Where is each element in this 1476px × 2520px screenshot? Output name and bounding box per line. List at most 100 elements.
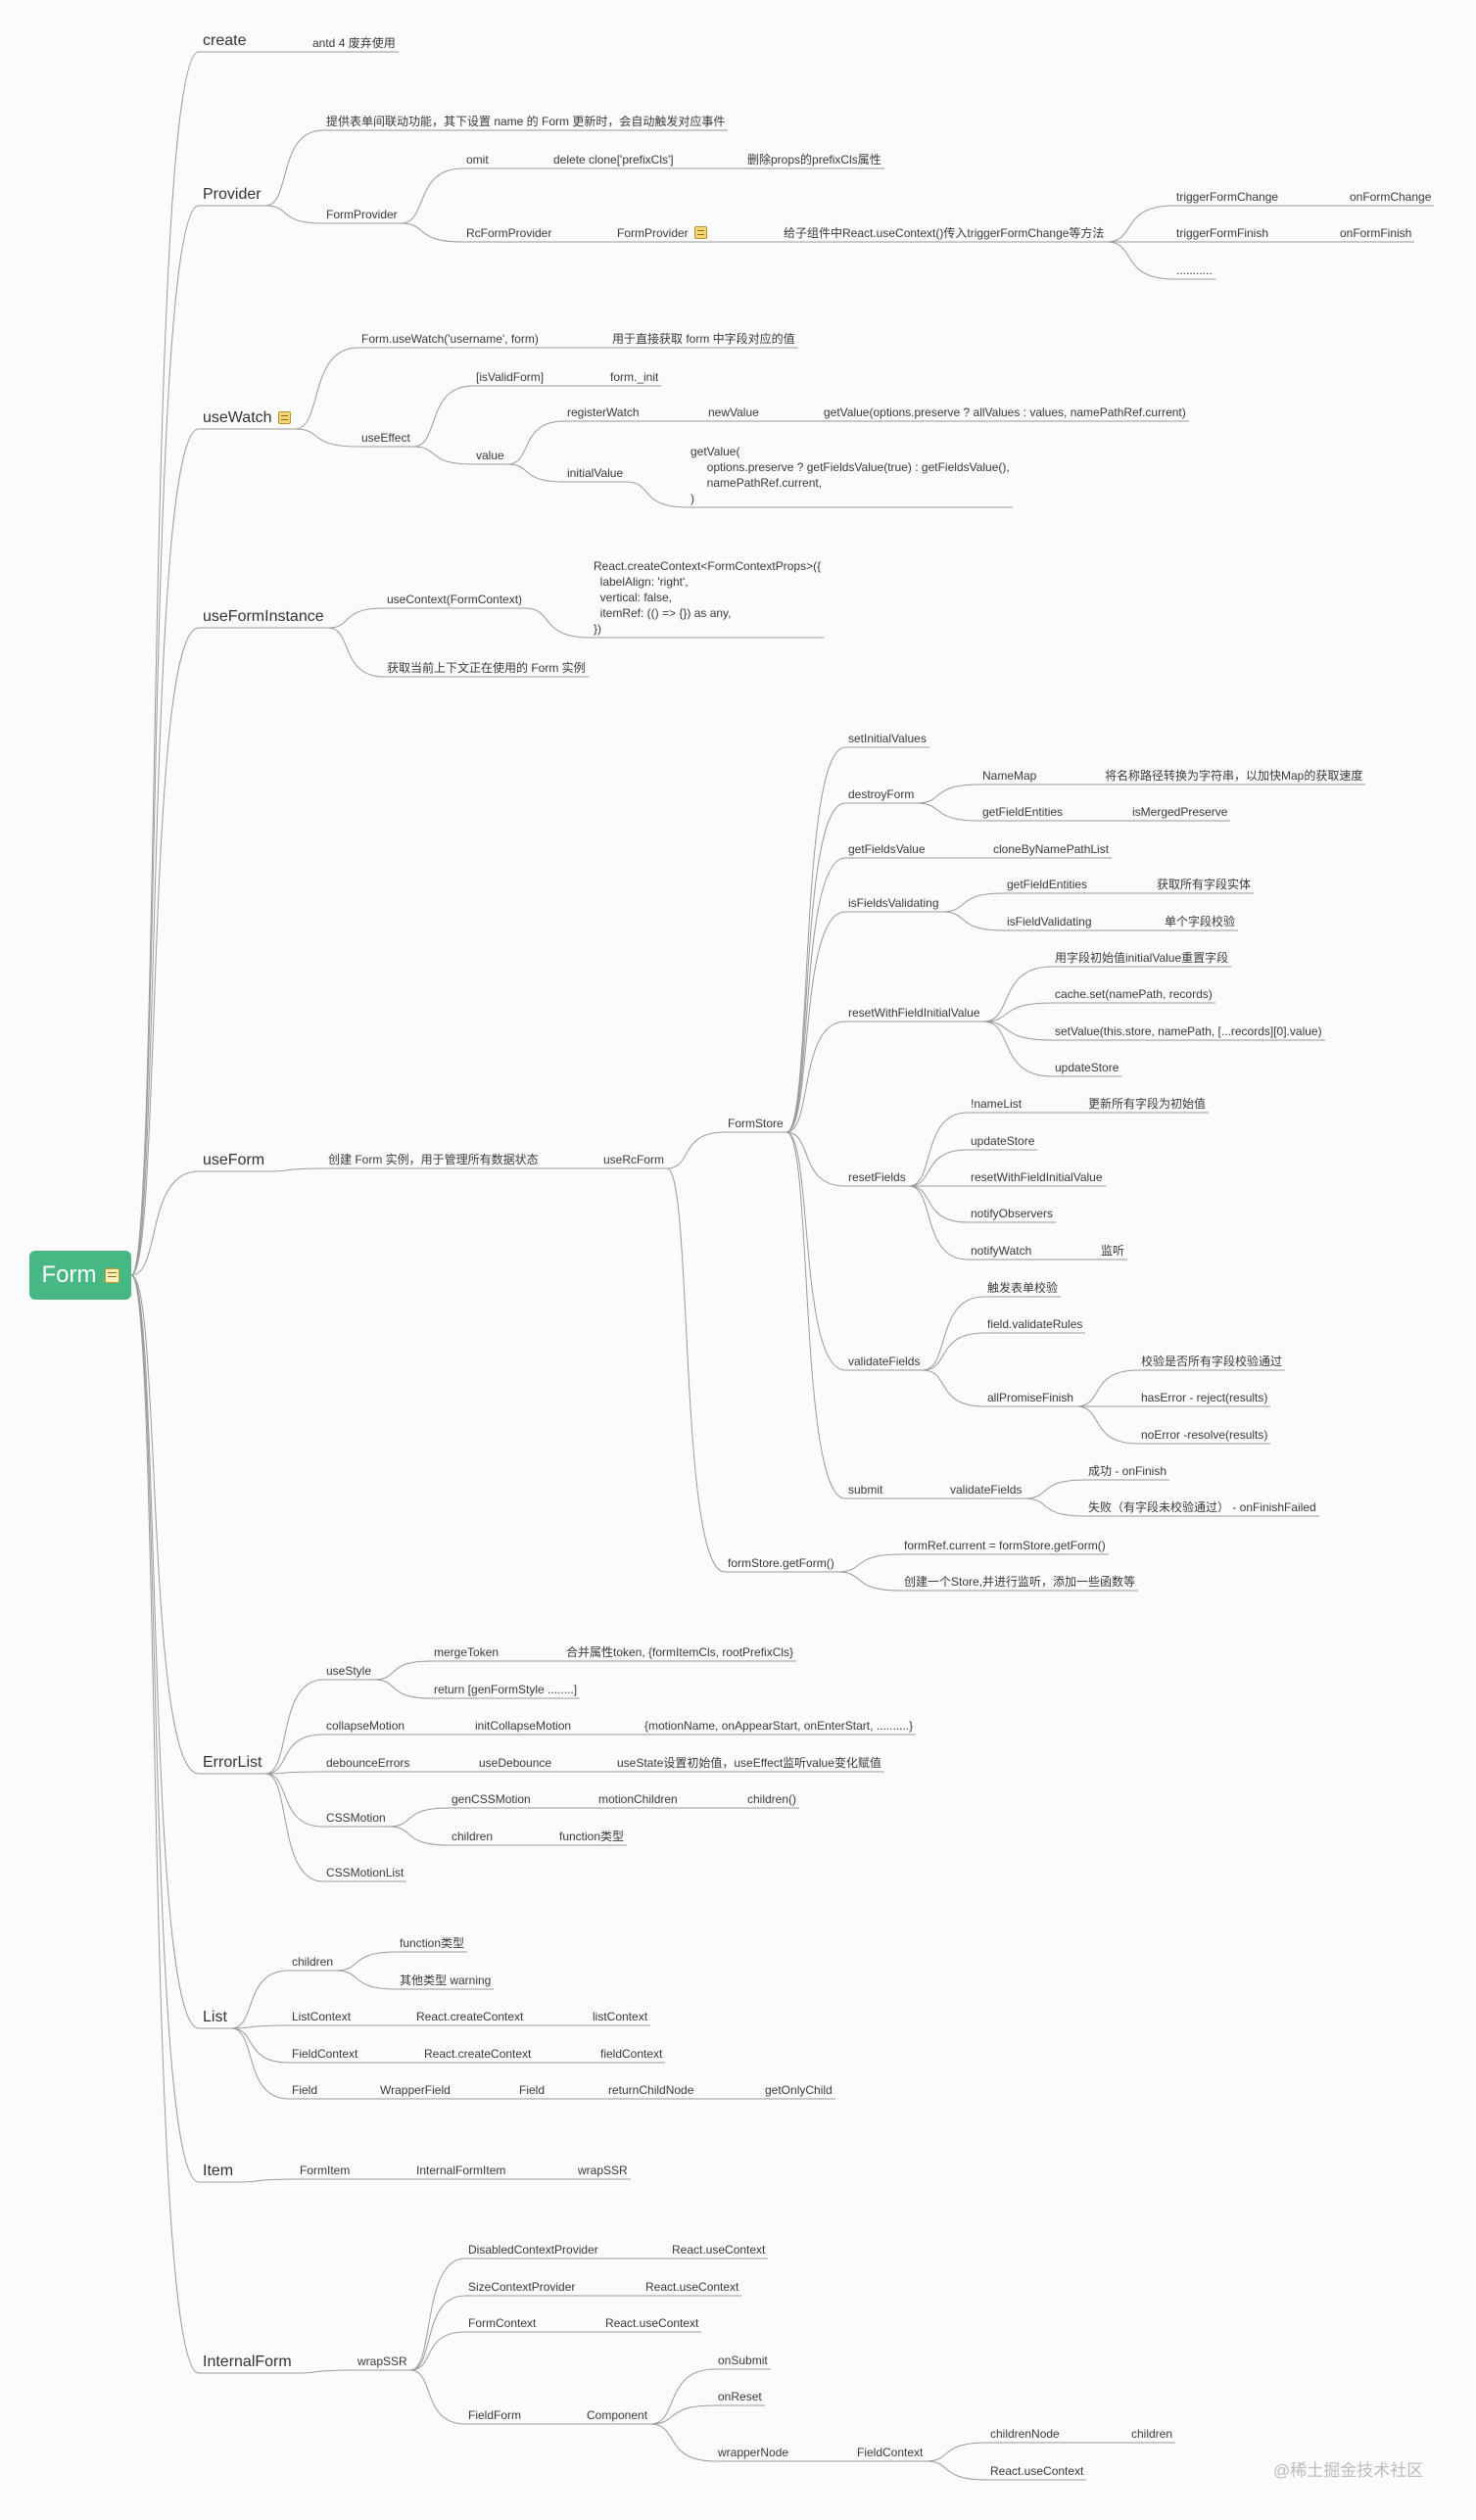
node-useform-desc[interactable]: 创建 Form 实例，用于管理所有数据状态 [325,1153,542,1167]
node-usewatch[interactable]: useWatch [199,408,295,428]
node-create[interactable]: create [199,31,250,51]
node-reset-1[interactable]: 用字段初始值initialValue重置字段 [1052,951,1231,966]
node-list-children[interactable]: children [289,1955,336,1970]
node-usewatch-desc[interactable]: 用于直接获取 form 中字段对应的值 [609,332,798,347]
node-formprovider2[interactable]: FormProvider [614,226,710,241]
node-usedebounce[interactable]: useDebounce [476,1756,554,1771]
node-createcontext-block[interactable]: React.createContext<FormContextProps>({ … [591,558,824,637]
node-cssm-children[interactable]: children [449,1830,496,1844]
node-children-final[interactable]: children [1128,2427,1175,2442]
node-fieldcontext[interactable]: FieldContext [289,2047,360,2062]
node-rcformprovider[interactable]: RcFormProvider [463,226,554,241]
node-getform-1[interactable]: formRef.current = formStore.getForm() [901,1539,1109,1553]
node-component[interactable]: Component [584,2408,650,2423]
node-debounceerrors[interactable]: debounceErrors [323,1756,412,1771]
node-gencssmotion[interactable]: genCSSMotion [449,1792,534,1807]
node-updatestore[interactable]: updateStore [968,1134,1037,1149]
node-cssmotionlist[interactable]: CSSMotionList [323,1866,406,1880]
node-fieldform[interactable]: FieldForm [465,2408,524,2423]
node-trigger-validate[interactable]: 触发表单校验 [984,1281,1061,1296]
node-omit[interactable]: omit [463,153,492,167]
node-formitem[interactable]: FormItem [297,2163,353,2178]
node-apf-3[interactable]: noError -resolve(results) [1138,1428,1270,1443]
node-field[interactable]: Field [289,2083,320,2098]
node-onreset[interactable]: onReset [715,2390,765,2404]
node-onformchange[interactable]: onFormChange [1347,190,1434,205]
node-rc-listcontext[interactable]: React.createContext [413,2010,526,2024]
node-rc-fieldcontext[interactable]: React.createContext [421,2047,534,2062]
node-provider-1[interactable]: 提供表单间联动功能，其下设置 name 的 Form 更新时，会自动触发对应事件 [323,115,728,129]
node-uc2[interactable]: React.useContext [643,2280,741,2295]
node-wrapssr2[interactable]: wrapSSR [355,2354,410,2369]
node-resetwithfieldinitialvalue[interactable]: resetWithFieldInitialValue [845,1006,983,1021]
node-cssmotion[interactable]: CSSMotion [323,1811,389,1826]
node-submit-ok[interactable]: 成功 - onFinish [1085,1464,1169,1479]
node-reset-4[interactable]: updateStore [1052,1061,1121,1075]
node-ismergedpreserve[interactable]: isMergedPreserve [1129,805,1230,820]
node-usecontext[interactable]: useContext(FormContext) [384,593,525,607]
node-notifyobservers[interactable]: notifyObservers [968,1207,1056,1221]
node-formstore-getform[interactable]: formStore.getForm() [725,1556,837,1571]
node-clonebynamepathlist[interactable]: cloneByNamePathList [990,842,1112,857]
node-value[interactable]: value [473,449,507,463]
node-notifywatch[interactable]: notifyWatch [968,1244,1034,1259]
node-namelist[interactable]: !nameList [968,1097,1024,1112]
node-submit-fail[interactable]: 失败（有字段未校验通过） - onFinishFailed [1085,1500,1319,1515]
node-allpromisefinish[interactable]: allPromiseFinish [984,1391,1076,1405]
node-initialvalue[interactable]: initialValue [564,466,626,481]
node-usercform[interactable]: useRcForm [600,1153,667,1167]
node-resetwithfield2[interactable]: resetWithFieldInitialValue [968,1170,1106,1185]
node-useforminstance-desc[interactable]: 获取当前上下文正在使用的 Form 实例 [384,661,589,676]
node-internalformitem[interactable]: InternalFormItem [413,2163,508,2178]
node-initcollapsemotion-desc[interactable]: {motionName, onAppearStart, onEnterStart… [642,1719,916,1734]
node-getvalue-opts[interactable]: getValue(options.preserve ? allValues : … [821,405,1189,420]
node-uc4[interactable]: React.useContext [987,2464,1086,2479]
node-listcontext2[interactable]: listContext [590,2010,650,2024]
node-triggerformfinish[interactable]: triggerFormFinish [1173,226,1271,241]
node-destroyform[interactable]: destroyForm [845,787,917,802]
node-namemap[interactable]: NameMap [979,769,1039,784]
node-children-fn[interactable]: children() [744,1792,799,1807]
node-usestyle[interactable]: useStyle [323,1664,374,1679]
node-submit-validate[interactable]: validateFields [947,1483,1024,1498]
root-node[interactable]: Form [29,1251,131,1300]
node-newvalue[interactable]: newValue [705,405,762,420]
node-useeffect[interactable]: useEffect [358,431,413,446]
node-getvalue-block[interactable]: getValue( options.preserve ? getFieldsVa… [688,444,1013,506]
node-getform-2[interactable]: 创建一个Store,并进行监听，添加一些函数等 [901,1575,1138,1590]
node-useforminstance[interactable]: useFormInstance [199,607,328,627]
node-disabledcontextprovider[interactable]: DisabledContextProvider [465,2243,601,2258]
node-form-init[interactable]: form._init [607,370,661,385]
node-internalform[interactable]: InternalForm [199,2353,296,2372]
node-getfieldentities2-desc[interactable]: 获取所有字段实体 [1154,878,1254,892]
node-list-other[interactable]: 其他类型 warning [397,1973,494,1988]
node-reset-3[interactable]: setValue(this.store, namePath, [...recor… [1052,1024,1325,1039]
node-listcontext[interactable]: ListContext [289,2010,354,2024]
node-delete-props[interactable]: 删除props的prefixCls属性 [744,153,884,167]
node-isvalidform[interactable]: [isValidForm] [473,370,547,385]
node-uc1[interactable]: React.useContext [669,2243,768,2258]
node-mergetoken-desc[interactable]: 合并属性token, {formItemCls, rootPrefixCls} [563,1645,796,1660]
node-fieldcontext2[interactable]: fieldContext [597,2047,665,2062]
node-notifywatch-desc[interactable]: 监听 [1098,1244,1127,1259]
node-create-1[interactable]: antd 4 废弃使用 [309,36,399,51]
node-getfieldsvalue[interactable]: getFieldsValue [845,842,928,857]
node-resetfields[interactable]: resetFields [845,1170,909,1185]
node-apf-1[interactable]: 校验是否所有字段校验通过 [1138,1355,1285,1369]
node-namemap-desc[interactable]: 将名称路径转换为字符串，以加快Map的获取速度 [1102,769,1365,784]
node-field2[interactable]: Field [516,2083,548,2098]
node-childrennode[interactable]: childrenNode [987,2427,1063,2442]
node-wrappernode[interactable]: wrapperNode [715,2446,791,2460]
node-dots[interactable]: ........... [1173,263,1215,278]
node-getfieldentities[interactable]: getFieldEntities [979,805,1066,820]
node-wrapperfield[interactable]: WrapperField [377,2083,453,2098]
node-formcontext[interactable]: FormContext [465,2316,539,2331]
node-list[interactable]: List [199,2008,231,2027]
node-delete-clone[interactable]: delete clone['prefixCls'] [550,153,677,167]
node-useform[interactable]: useForm [199,1151,268,1170]
node-function-type[interactable]: function类型 [556,1830,627,1844]
node-list-fn[interactable]: function类型 [397,1936,467,1951]
node-isfieldvalidating-desc[interactable]: 单个字段校验 [1162,915,1238,929]
node-return-genformstyle[interactable]: return [genFormStyle ........] [431,1683,580,1697]
node-submit[interactable]: submit [845,1483,885,1498]
